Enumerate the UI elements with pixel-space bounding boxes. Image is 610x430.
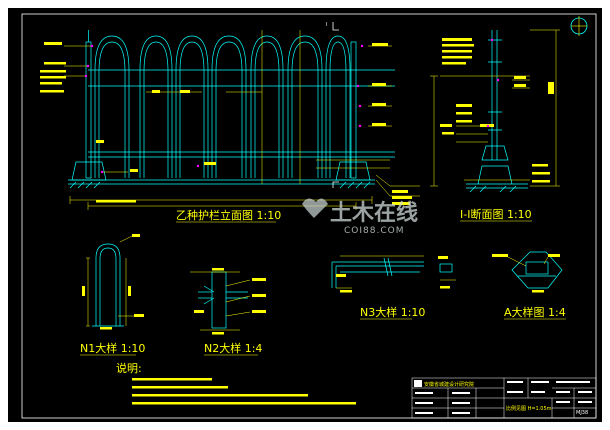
- leader-dots: [84, 44, 364, 174]
- n2-dimensions: [190, 271, 251, 331]
- section-dimensions: [430, 29, 560, 187]
- section-cut-marks: [332, 22, 339, 188]
- section-title: I-I断面图 1:10: [460, 207, 532, 221]
- elevation-title: 乙种护栏立面图 1:10: [176, 208, 281, 222]
- n2-title: N2大样 1:4: [204, 341, 262, 355]
- notes-heading: 说明:: [116, 361, 142, 375]
- n3-dimensions: [336, 255, 456, 289]
- north-arrow-icon: [570, 16, 588, 36]
- paper: [8, 8, 602, 422]
- a-leaders: [507, 256, 549, 267]
- watermark: 土木在线 COI88.COM: [302, 198, 418, 236]
- n2-tags: [194, 268, 266, 335]
- title-block-cells: [415, 381, 592, 414]
- n1-tags: [82, 234, 144, 330]
- company-logo-icon: [414, 380, 422, 387]
- a-detail: [511, 251, 563, 289]
- notes-lines: [132, 378, 356, 405]
- company-name: 安徽省城建设计研究院: [424, 381, 474, 388]
- n3-tags: [336, 256, 450, 293]
- section-leader-dots: [486, 38, 500, 128]
- n1-dimensions: [86, 235, 134, 327]
- section-view: [466, 30, 528, 193]
- a-tags: [492, 254, 560, 293]
- watermark-url: COI88.COM: [344, 226, 404, 236]
- scale-line: 比例见图 H=1.05m: [506, 405, 552, 412]
- drawing-number: MJ38: [576, 410, 588, 416]
- elevation-view: [68, 30, 395, 189]
- watermark-logo-icon: [302, 198, 328, 218]
- section-mark-label: I: [326, 22, 327, 28]
- watermark-text: 土木在线: [330, 200, 418, 226]
- n3-detail: [331, 257, 453, 288]
- a-title: A大样图 1:4: [504, 305, 566, 319]
- n1-detail: [92, 243, 124, 327]
- n3-title: N3大样 1:10: [360, 305, 425, 319]
- n1-title: N1大样 1:10: [80, 341, 145, 355]
- drawing-frame: [21, 13, 597, 419]
- title-block: [411, 377, 597, 419]
- elevation-tags: [40, 42, 412, 205]
